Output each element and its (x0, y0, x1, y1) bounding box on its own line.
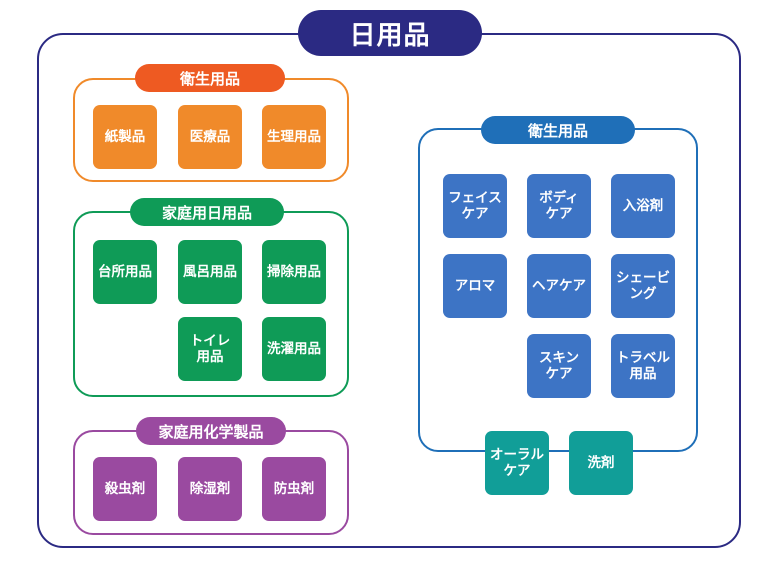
item-toilet-goods: トイレ用品 (178, 317, 242, 381)
item-insecticide: 殺虫剤 (93, 457, 157, 521)
item-body-care: ボディケア (527, 174, 591, 238)
item-shaving: シェービング (611, 254, 675, 318)
item-bath-goods: 風呂用品 (178, 240, 242, 304)
item-kitchen-goods: 台所用品 (93, 240, 157, 304)
group-hygiene-left-title: 衛生用品 (135, 64, 285, 92)
group-household-title: 家庭用日用品 (130, 198, 284, 226)
group-hygiene-right-title: 衛生用品 (481, 116, 635, 144)
item-hair-care: ヘアケア (527, 254, 591, 318)
item-dehumidifier: 除湿剤 (178, 457, 242, 521)
item-face-care: フェイスケア (443, 174, 507, 238)
item-detergent: 洗剤 (569, 431, 633, 495)
item-laundry-goods: 洗濯用品 (262, 317, 326, 381)
item-skin-care: スキンケア (527, 334, 591, 398)
group-chemical-title: 家庭用化学製品 (136, 417, 286, 445)
item-bath-additive: 入浴剤 (611, 174, 675, 238)
item-moth-repellent: 防虫剤 (262, 457, 326, 521)
item-paper-products: 紙製品 (93, 105, 157, 169)
item-cleaning-goods: 掃除用品 (262, 240, 326, 304)
item-aroma: アロマ (443, 254, 507, 318)
item-travel-goods: トラベル用品 (611, 334, 675, 398)
item-oral-care: オーラルケア (485, 431, 549, 495)
main-title: 日用品 (298, 10, 482, 56)
item-sanitary-products: 生理用品 (262, 105, 326, 169)
item-medical-products: 医療品 (178, 105, 242, 169)
